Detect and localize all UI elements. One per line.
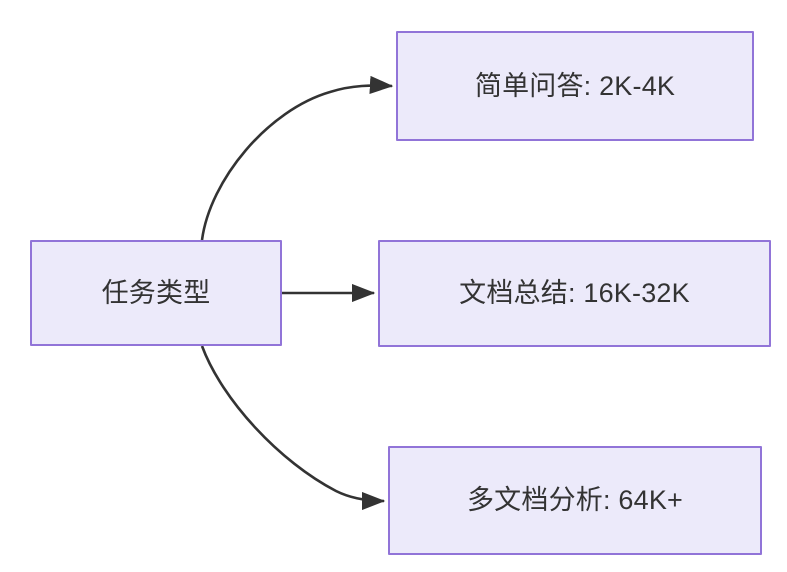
node-task-type[interactable]: 任务类型 xyxy=(30,240,282,346)
edge-root-to-multidoc-analysis xyxy=(200,345,386,511)
edge-root-to-simple-qa xyxy=(200,75,394,241)
node-doc-summary-label: 文档总结: 16K-32K xyxy=(459,278,690,309)
node-multidoc-analysis[interactable]: 多文档分析: 64K+ xyxy=(388,446,762,555)
node-task-type-label: 任务类型 xyxy=(101,277,211,308)
node-simple-qa-label: 简单问答: 2K-4K xyxy=(474,70,676,101)
node-doc-summary[interactable]: 文档总结: 16K-32K xyxy=(378,240,771,347)
node-multidoc-analysis-label: 多文档分析: 64K+ xyxy=(466,485,683,516)
node-simple-qa[interactable]: 简单问答: 2K-4K xyxy=(396,31,754,141)
